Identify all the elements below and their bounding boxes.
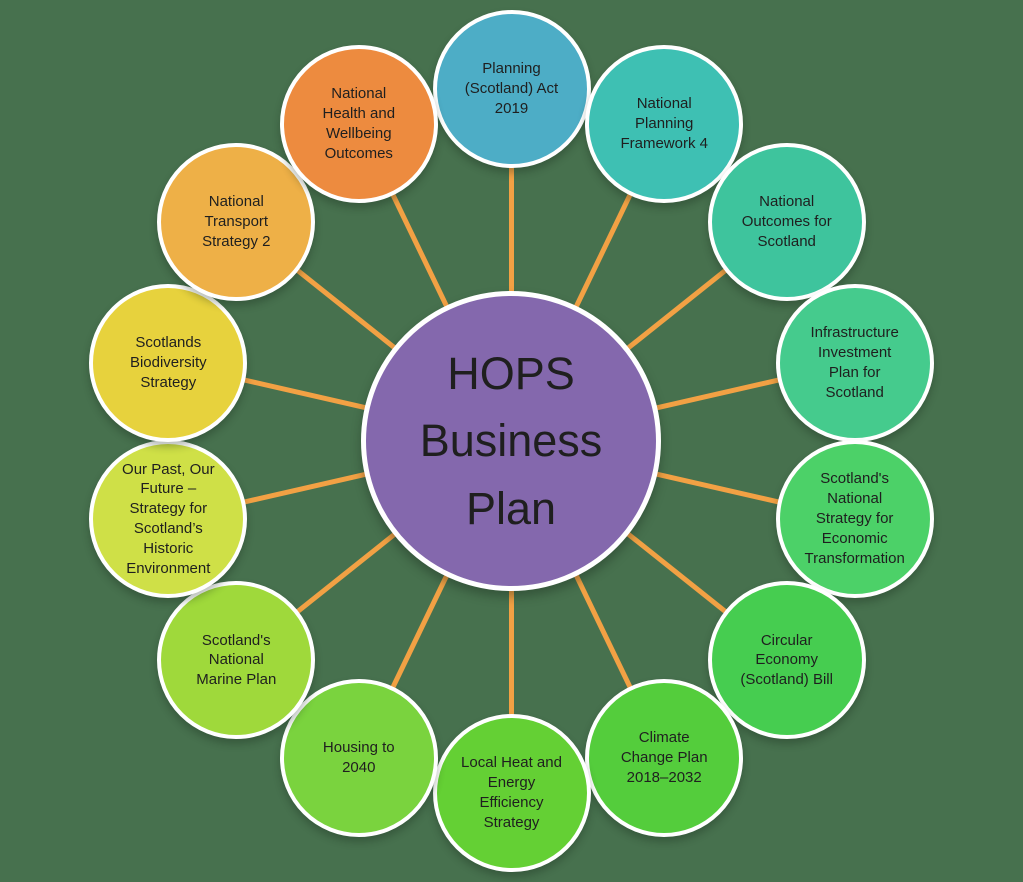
node-circle-10: Scotland's National Marine Plan [157,581,316,740]
node-label: National Outcomes for Scotland [741,192,832,250]
node-circle-4: Infrastructure Investment Plan for Scotl… [775,283,934,442]
center-label: HOPS Business Plan [419,347,603,534]
node-circle-8: Local Heat and Energy Efficiency Strateg… [432,714,591,872]
node-circle-5: Scotland's National Strategy for Economi… [775,440,934,599]
node-circle-12: Scotlands Biodiversity Strategy [89,283,248,442]
node-label: Planning (Scotland) Act 2019 [464,60,559,117]
node-label: Scotlands Biodiversity Strategy [129,333,207,391]
node-circle-6: Circular Economy (Scotland) Bill [707,581,866,740]
node-circle-13: National Transport Strategy 2 [157,142,316,301]
node-label: Climate Change Plan 2018–2032 [620,729,708,787]
node-label: National Transport Strategy 2 [202,192,271,250]
node-circle-7: Climate Change Plan 2018–2032 [585,679,744,838]
center-circle: HOPS Business Plan [361,291,661,591]
node-label: Scotland's National Strategy for Economi… [804,470,905,568]
node-circle-3: National Outcomes for Scotland [707,142,866,301]
node-label: Infrastructure Investment Plan for Scotl… [810,323,899,401]
node-circle-11: Our Past, Our Future – Strategy for Scot… [89,440,248,599]
node-circle-9: Housing to 2040 [279,679,438,838]
node-label: National Health and Wellbeing Outcomes [322,84,396,162]
node-circle-14: National Health and Wellbeing Outcomes [279,44,438,203]
node-label: Circular Economy (Scotland) Bill [740,631,833,689]
node-circle-2: National Planning Framework 4 [585,44,744,203]
node-label: Our Past, Our Future – Strategy for Scot… [122,460,215,578]
node-label: Scotland's National Marine Plan [196,631,277,689]
node-label: Local Heat and Energy Efficiency Strateg… [461,754,562,831]
node-circle-1: Planning (Scotland) Act 2019 [432,10,591,168]
node-label: Housing to 2040 [322,739,395,777]
node-label: National Planning Framework 4 [620,94,708,152]
